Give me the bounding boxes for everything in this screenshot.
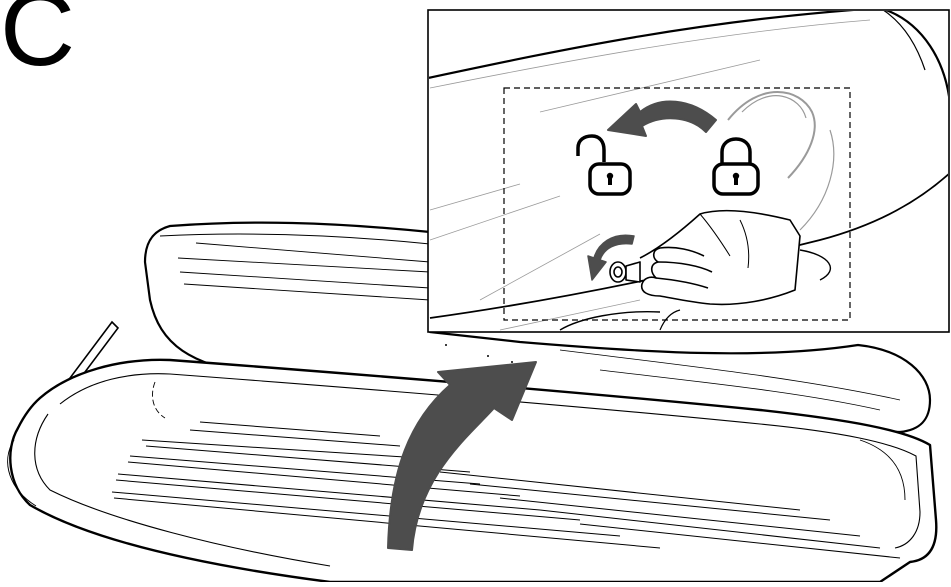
step-label: C [0,0,75,82]
